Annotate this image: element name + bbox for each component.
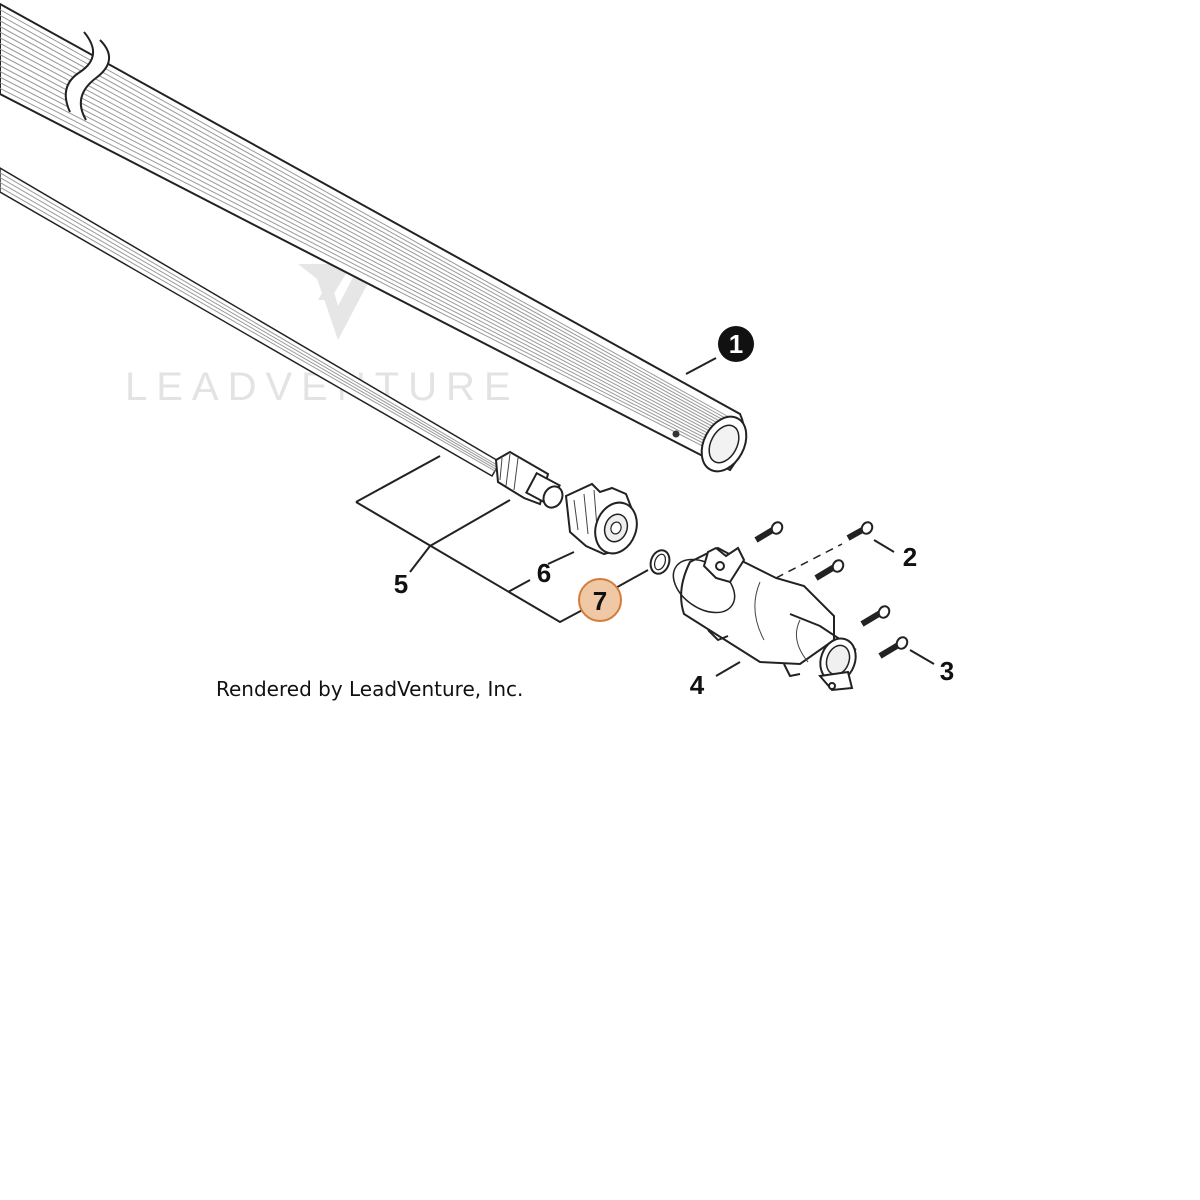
part-drive-shaft xyxy=(0,167,564,509)
callout-4[interactable]: 4 xyxy=(690,670,705,700)
screw-c-icon xyxy=(814,559,845,581)
part-clamp-housing xyxy=(672,546,857,692)
callout-6-label: 6 xyxy=(537,558,551,588)
part-shaft-tube xyxy=(0,2,748,473)
callout-4-label: 4 xyxy=(690,670,705,700)
callout-3-label: 3 xyxy=(940,656,954,686)
screw-e-icon xyxy=(878,636,909,659)
callout-5[interactable]: 5 xyxy=(394,569,408,599)
part-bearing-bushing xyxy=(564,482,638,556)
callout-5-label: 5 xyxy=(394,569,408,599)
callout-7-highlighted[interactable]: 7 xyxy=(578,578,622,622)
screw-a-icon xyxy=(754,521,784,543)
callout-2[interactable]: 2 xyxy=(903,542,917,572)
callout-2-label: 2 xyxy=(903,542,917,572)
watermark-chevron-icon xyxy=(312,264,378,340)
part-retaining-ring xyxy=(649,549,671,575)
callout-3[interactable]: 3 xyxy=(940,656,954,686)
render-credit: Rendered by LeadVenture, Inc. xyxy=(216,677,523,701)
callout-6[interactable]: 6 xyxy=(537,558,551,588)
leader-lines xyxy=(355,357,935,677)
callout-1[interactable]: 1 xyxy=(718,326,754,362)
callout-highlight-circle xyxy=(578,578,622,622)
callout-1-label: 1 xyxy=(729,329,743,359)
part-screws xyxy=(754,521,909,659)
callout-7-label: 7 xyxy=(593,586,607,616)
screw-b-icon xyxy=(846,521,874,541)
screw-d-icon xyxy=(860,605,891,627)
